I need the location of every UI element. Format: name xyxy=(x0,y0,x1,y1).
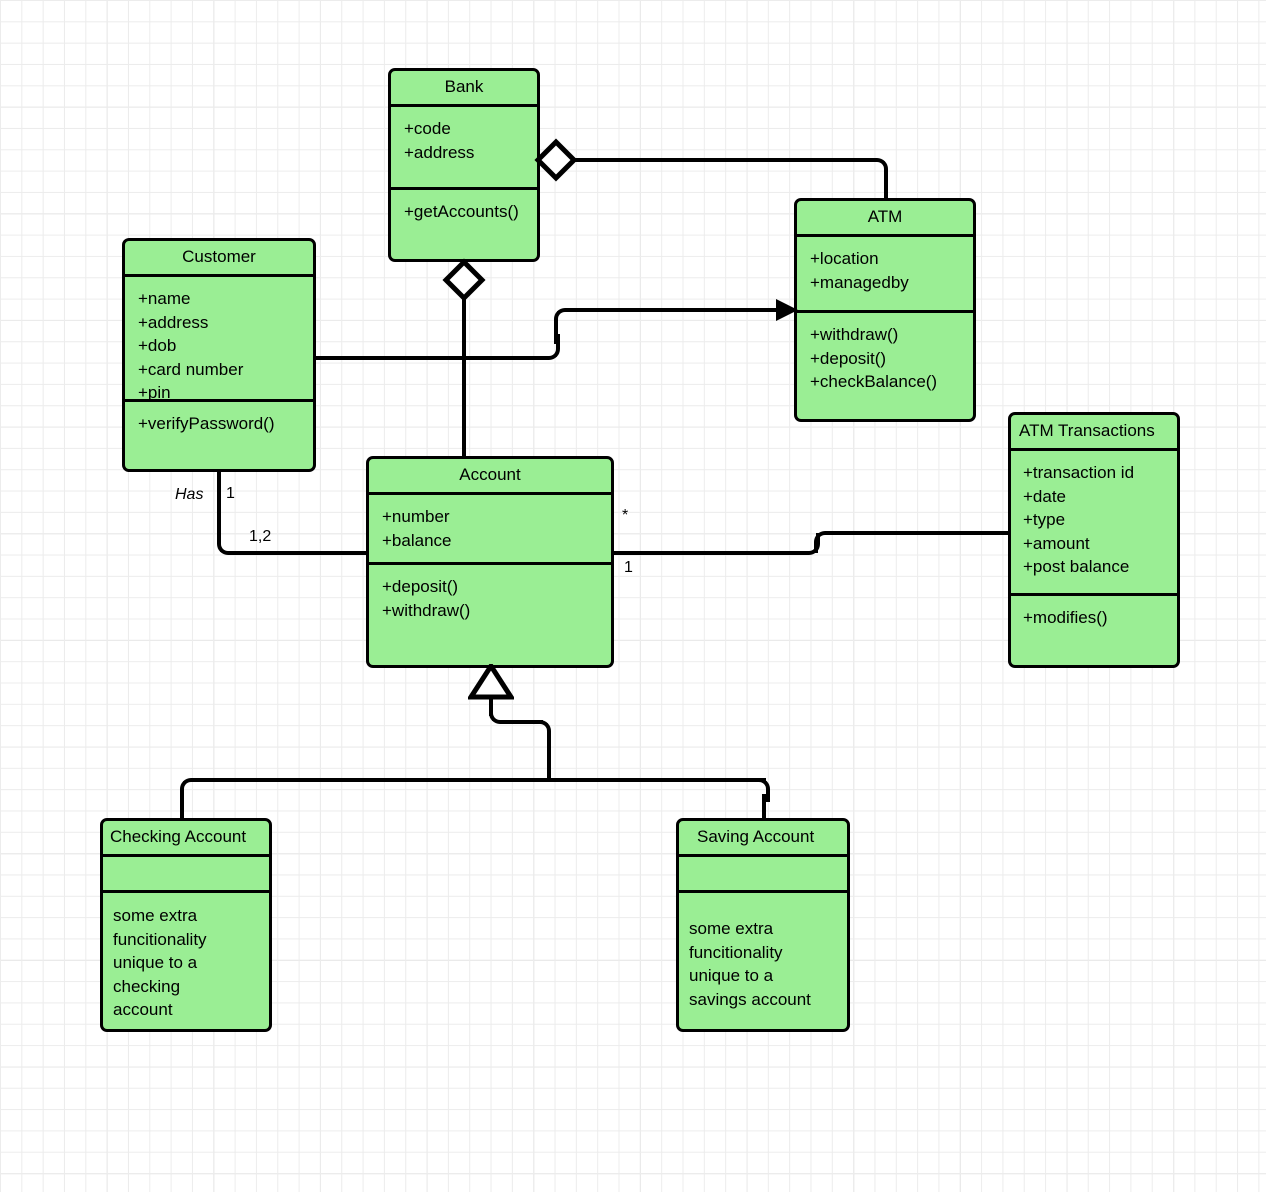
multiplicity-account-one-two: 1,2 xyxy=(249,528,272,545)
class-box-customer[interactable]: Customer +name +address +dob +card numbe… xyxy=(122,238,316,472)
connector-saving-vertical xyxy=(762,794,766,822)
connector-checking-vertical xyxy=(180,794,184,822)
class-title-saving-account: Saving Account xyxy=(679,821,847,858)
connector-account-transactions-elbow-tl xyxy=(814,531,836,553)
arrow-marker-customer-atm xyxy=(776,299,798,321)
multiplicity-account-star: * xyxy=(622,507,629,524)
connector-generalization-jog xyxy=(507,720,543,724)
class-title-checking-account: Checking Account xyxy=(103,821,269,858)
class-box-account[interactable]: Account +number +balance +deposit() +wit… xyxy=(366,456,614,668)
connector-bank-atm-horizontal xyxy=(568,158,877,162)
class-attributes-atm: +location +managedby xyxy=(797,237,973,314)
connector-bank-atm-vertical xyxy=(884,172,888,202)
connector-saving-elbow xyxy=(746,778,770,802)
multiplicity-account-one: 1 xyxy=(624,559,633,576)
connector-customer-atm-segment2 xyxy=(570,308,788,312)
class-attributes-account: +number +balance xyxy=(369,495,611,566)
connector-customer-account-horizontal xyxy=(235,551,370,555)
class-title-atm-transactions: ATM Transactions xyxy=(1011,415,1177,452)
class-attributes-saving-account xyxy=(679,857,847,894)
class-attributes-atm-transactions: +transaction id +date +type +amount +pos… xyxy=(1011,451,1177,597)
class-title-atm: ATM xyxy=(797,201,973,238)
class-operations-account: +deposit() +withdraw() xyxy=(382,577,471,620)
connector-customer-account-vertical xyxy=(217,472,221,544)
class-box-atm-transactions[interactable]: ATM Transactions +transaction id +date +… xyxy=(1008,412,1180,668)
connector-customer-atm-segment1 xyxy=(314,356,542,360)
class-operations-checking-account: some extra funcitionality unique to a ch… xyxy=(113,906,207,1020)
connector-account-transactions-segment1 xyxy=(612,551,802,555)
connector-customer-atm-elbow-tl xyxy=(554,308,576,330)
connector-bank-account-vertical xyxy=(462,290,466,458)
class-operations-bank: +getAccounts() xyxy=(404,202,519,222)
class-operations-saving-account: some extra funcitionality unique to a sa… xyxy=(689,919,811,1009)
class-operations-atm-transactions: +modifies() xyxy=(1023,608,1108,628)
association-label-has: Has xyxy=(175,486,204,503)
multiplicity-customer-one: 1 xyxy=(226,485,235,502)
connector-generalization-bus xyxy=(198,778,766,782)
connector-customer-atm-elbow-br xyxy=(538,334,560,360)
class-attributes-checking-account xyxy=(103,857,269,894)
class-operations-atm: +withdraw() +deposit() +checkBalance() xyxy=(810,325,938,392)
class-title-bank: Bank xyxy=(391,71,537,108)
class-title-customer: Customer xyxy=(125,241,313,278)
connector-customer-atm-vertical xyxy=(554,322,558,344)
class-operations-customer: +verifyPassword() xyxy=(138,414,275,434)
connector-generalization-elbow-tr xyxy=(529,720,551,742)
hollow-triangle-marker-generalization xyxy=(468,664,514,700)
connector-account-transactions-segment2 xyxy=(830,531,1010,535)
open-diamond-marker-bank-account xyxy=(442,258,486,302)
connector-customer-account-elbow xyxy=(217,532,241,555)
connector-generalization-elbow-bl xyxy=(489,702,513,724)
class-attributes-bank: +code +address xyxy=(391,107,537,191)
connector-bank-atm-elbow xyxy=(866,158,888,182)
class-attributes-customer: +name +address +dob +card number +pin xyxy=(125,277,313,403)
open-diamond-marker-bank-atm xyxy=(534,138,578,182)
connector-generalization-drop xyxy=(547,736,551,782)
connector-checking-elbow xyxy=(180,778,204,802)
class-title-account: Account xyxy=(369,459,611,496)
class-box-saving-account[interactable]: Saving Account some extra funcitionality… xyxy=(676,818,850,1032)
class-box-atm[interactable]: ATM +location +managedby +withdraw() +de… xyxy=(794,198,976,422)
class-box-checking-account[interactable]: Checking Account some extra funcitionali… xyxy=(100,818,272,1032)
class-box-bank[interactable]: Bank +code +address +getAccounts() xyxy=(388,68,540,262)
